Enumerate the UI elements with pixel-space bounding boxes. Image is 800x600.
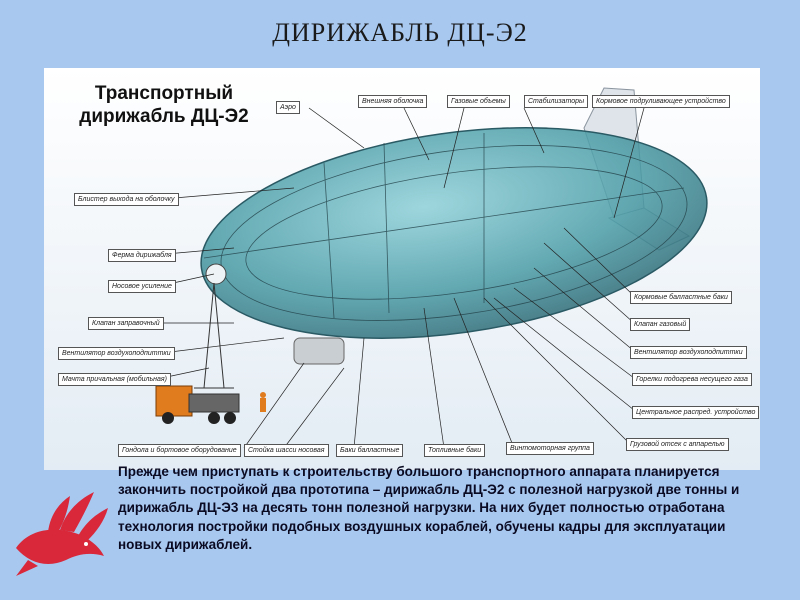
label-stabilizers: Стабилизаторы xyxy=(524,95,588,108)
figure-title: Транспортный дирижабль ДЦ-Э2 xyxy=(54,82,274,128)
label-lift-gas-burners: Горелки подогрева несущего газа xyxy=(632,373,752,386)
person-figure xyxy=(260,392,266,412)
gondola xyxy=(294,338,344,364)
slide-title: ДИРИЖАБЛЬ ДЦ-Э2 xyxy=(0,18,800,48)
label-vent-air-right: Вентилятор воздухоподпиттки xyxy=(630,346,747,359)
label-gondola: Гондола и бортовое оборудование xyxy=(118,444,241,457)
nose-cap xyxy=(206,264,226,284)
label-stern-steering: Кормовое подруливающее устройство xyxy=(592,95,730,108)
label-gas-volumes: Газовые объемы xyxy=(447,95,510,108)
label-fill-valve: Клапан заправочный xyxy=(88,317,164,330)
label-air: Аэро xyxy=(276,101,300,114)
label-cargo-bay: Грузовой отсек с аппарелью xyxy=(626,438,729,451)
label-stern-ballast: Кормовые балластные баки xyxy=(630,291,732,304)
label-mooring-mast: Мачта причальная (мобильная) xyxy=(58,373,171,386)
label-gas-valve: Клапан газовый xyxy=(630,318,690,331)
label-outer-shell: Внешняя оболочка xyxy=(358,95,427,108)
label-truss: Ферма дирижабля xyxy=(108,249,176,262)
label-central-distribution: Центральное распред. устройство xyxy=(632,406,759,419)
label-blister: Блистер выхода на оболочку xyxy=(74,193,179,206)
label-vent-air-left: Вентилятор воздухоподпиттки xyxy=(58,347,175,360)
label-fuel-tanks: Топливные баки xyxy=(424,444,485,457)
airship-diagram: Транспортный дирижабль ДЦ-Э2 Аэро Внешня… xyxy=(44,68,760,470)
description-text: Прежде чем приступать к строительству бо… xyxy=(118,463,758,554)
label-chassis: Стойка шасси носовая xyxy=(244,444,329,457)
label-nose-reinforce: Носовое усиление xyxy=(108,280,176,293)
whale-logo xyxy=(8,486,112,580)
label-ballast-tanks: Баки балластные xyxy=(336,444,403,457)
label-propeller-group: Винтомоторная группа xyxy=(506,442,594,455)
